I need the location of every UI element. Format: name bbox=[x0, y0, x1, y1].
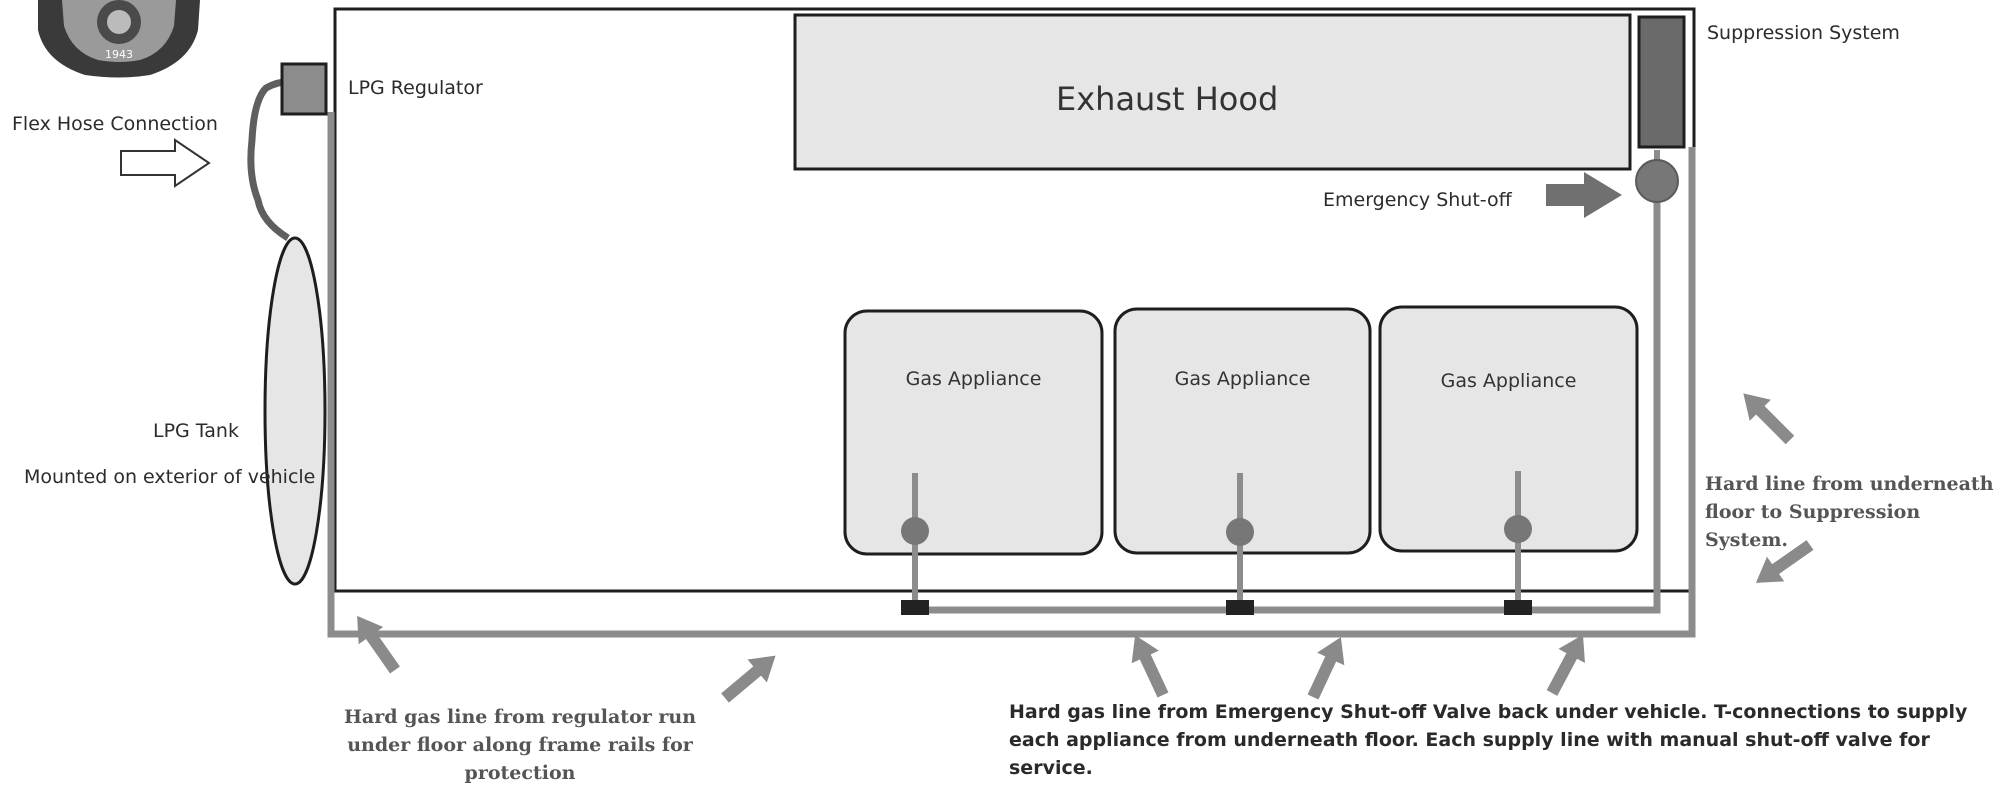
emergency-shutoff-label: Emergency Shut-off bbox=[1323, 189, 1512, 211]
gas-appliance-box-1 bbox=[843, 309, 1104, 556]
exhaust-hood-box bbox=[793, 13, 1632, 171]
flex-hose bbox=[247, 78, 297, 241]
note-regulator-line: Hard gas line from regulator run under f… bbox=[343, 706, 697, 784]
gas-appliance-label-2: Gas Appliance bbox=[1174, 368, 1311, 390]
gas-appliance-box-3 bbox=[1378, 305, 1639, 553]
lpg-regulator-label: LPG Regulator bbox=[348, 77, 483, 99]
note-shutoff-line: Hard gas line from Emergency Shut-off Va… bbox=[1009, 701, 1968, 779]
gas-appliance-label-1: Gas Appliance bbox=[905, 368, 1042, 390]
gas-appliance-label-3: Gas Appliance bbox=[1440, 370, 1577, 392]
emergency-shutoff-arrow bbox=[1546, 172, 1622, 218]
suppression-system-box bbox=[1637, 15, 1686, 149]
lpg-regulator bbox=[280, 62, 328, 116]
supply-line-2 bbox=[1226, 473, 1254, 615]
emergency-shutoff-valve bbox=[1635, 159, 1679, 203]
suppression-system-label: Suppression System bbox=[1707, 22, 1900, 44]
badge-year: 1943 bbox=[105, 48, 133, 61]
lpg-tank-label: LPG Tank bbox=[153, 420, 239, 442]
flex-hose-arrow bbox=[120, 138, 211, 188]
exhaust-hood-label: Exhaust Hood bbox=[1056, 80, 1279, 118]
pointer-arrows bbox=[357, 393, 1814, 703]
supply-line-1 bbox=[901, 473, 929, 615]
fire-dept-badge-logo: 1943 bbox=[38, 0, 200, 78]
tank-mount-label: Mounted on exterior of vehicle bbox=[24, 466, 316, 488]
food-truck-gas-diagram: 1943 bbox=[38, 0, 1814, 703]
shutoff-return-line bbox=[915, 196, 1661, 614]
supply-line-3 bbox=[1504, 471, 1532, 615]
main-gas-line bbox=[327, 112, 1696, 638]
flex-hose-label: Flex Hose Connection bbox=[12, 113, 218, 135]
lpg-tank bbox=[263, 236, 327, 586]
note-suppression-line: Hard line from underneath floor to Suppr… bbox=[1705, 473, 1994, 551]
